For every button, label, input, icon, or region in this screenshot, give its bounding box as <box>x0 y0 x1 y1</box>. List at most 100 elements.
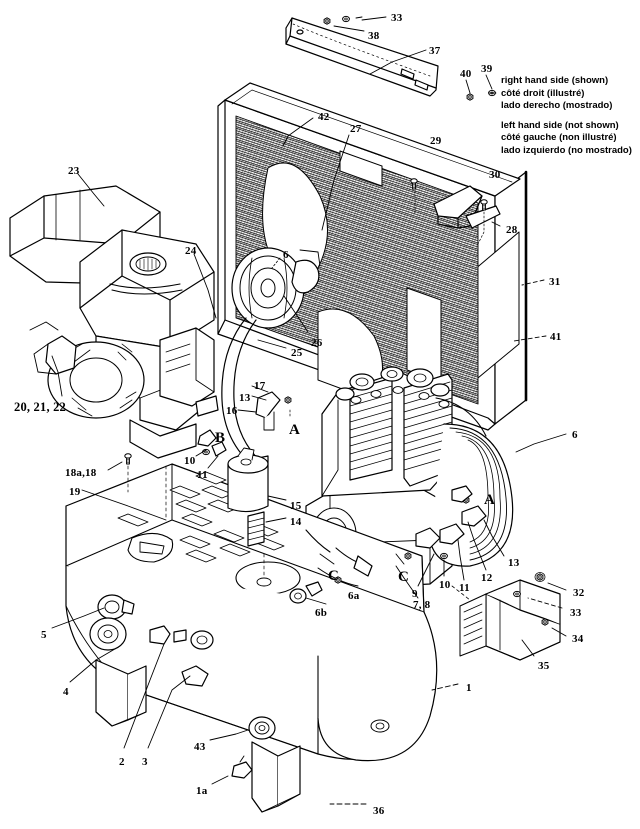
callout-33: 33 <box>570 607 582 619</box>
tank-leg-left <box>95 659 147 727</box>
coupling-part-14 <box>247 511 265 547</box>
callout-14: 14 <box>290 516 302 528</box>
callout-1: 1 <box>466 682 472 694</box>
callout-15: 15 <box>290 500 302 512</box>
belt-guard-part-31 <box>217 82 528 431</box>
leader-10a <box>195 449 207 457</box>
nut-part-32 <box>534 572 546 582</box>
callout-38: 38 <box>368 30 380 42</box>
canister-part-15 <box>227 447 269 513</box>
leader-28 <box>491 221 501 227</box>
leader-42 <box>282 117 314 147</box>
callout-6: 6 <box>283 249 289 261</box>
gas-engine-part-23 <box>9 185 219 459</box>
leader-202122 <box>51 355 63 397</box>
leader-33b <box>527 597 563 609</box>
callout-25: 25 <box>291 347 303 359</box>
callout-29: 29 <box>430 135 442 147</box>
tank-and-platform-part-1 <box>65 463 438 762</box>
leader-32 <box>547 582 567 591</box>
leader-13b <box>483 519 505 557</box>
leader-3 <box>147 675 191 749</box>
leader-5 <box>51 607 105 629</box>
leader-1 <box>431 683 459 691</box>
callout-28: 28 <box>506 224 518 236</box>
leader-11a <box>207 455 219 469</box>
washer-part-33 <box>512 590 522 598</box>
leader-37 <box>369 49 427 75</box>
leader-23 <box>77 173 105 207</box>
callout-7-8: 7, 8 <box>413 599 431 611</box>
leader-34 <box>551 627 567 637</box>
callout-10: 10 <box>184 455 196 467</box>
leader-13a <box>251 395 267 401</box>
callout-1a: 1a <box>196 785 208 797</box>
callout-33: 33 <box>391 12 403 24</box>
leader-43 <box>209 729 249 741</box>
handle-rail-part-37 <box>285 17 439 97</box>
left-hand-en: left hand side (not shown) <box>501 119 619 131</box>
leader-6top <box>271 257 281 269</box>
callout-36: 36 <box>373 805 385 817</box>
callout-16: 16 <box>226 405 238 417</box>
callout-6a: 6a <box>348 590 360 602</box>
leader-35 <box>521 639 535 657</box>
fastener-group-10-11-left <box>197 429 227 457</box>
leader-31 <box>521 279 545 286</box>
left-hand-side-group: left hand side (not shown) côté gauche (… <box>501 120 632 158</box>
callout-5: 5 <box>41 629 47 641</box>
mount-bracket-assembly <box>459 579 561 661</box>
leader-78 <box>395 565 419 599</box>
callout-B: B <box>215 430 226 446</box>
callout-40: 40 <box>460 68 472 80</box>
callout-20-21-22: 20, 21, 22 <box>14 400 66 414</box>
callout-11: 11 <box>197 469 208 481</box>
leader-9 <box>417 553 435 587</box>
callout-A: A <box>289 422 301 438</box>
callout-6b: 6b <box>315 607 328 619</box>
leader-26 <box>283 295 309 333</box>
leader-17 <box>251 385 269 393</box>
leader-39 <box>485 74 493 90</box>
callout-34: 34 <box>572 633 584 645</box>
fastener-cluster-right <box>404 485 487 560</box>
leader-2 <box>123 643 165 749</box>
callout-13: 13 <box>508 557 520 569</box>
leader-14 <box>265 517 287 523</box>
bolt-part-18 <box>124 453 132 465</box>
left-hand-es: lado izquierdo (no mostrado) <box>501 144 632 156</box>
callout-12: 12 <box>481 572 493 584</box>
leader-15 <box>267 495 287 501</box>
leader-6b <box>305 597 327 605</box>
callout-24: 24 <box>185 245 197 257</box>
tank-fittings-left <box>89 594 214 687</box>
right-hand-en: right hand side (shown) <box>501 75 609 86</box>
callout-37: 37 <box>429 45 441 57</box>
right-hand-es: lado derecho (mostrado) <box>501 100 613 111</box>
callout-30: 30 <box>489 169 501 181</box>
leader-19 <box>81 489 167 521</box>
callout-A: A <box>484 492 496 508</box>
tank-drain-43 <box>248 716 276 740</box>
callout-41: 41 <box>550 331 562 343</box>
callout-13: 13 <box>239 392 251 404</box>
callout-C: C <box>328 568 340 584</box>
bracket-part-28 <box>465 205 501 229</box>
callout-19: 19 <box>69 486 81 498</box>
leader-24 <box>193 253 217 319</box>
flywheel-pulley-part-26 <box>231 247 321 329</box>
leader-16 <box>237 409 257 413</box>
callout-32: 32 <box>573 587 585 599</box>
fastener-39 <box>488 89 497 97</box>
fitting-1a <box>231 755 253 779</box>
leader-40 <box>465 79 471 94</box>
fastener-33-38 <box>323 15 363 25</box>
leader-25 <box>257 339 287 349</box>
callout-9: 9 <box>412 588 418 600</box>
left-hand-fr: côté gauche (non illustré) <box>501 132 617 143</box>
fastener-40 <box>466 93 474 101</box>
callout-6: 6 <box>572 429 578 441</box>
bracket-part-29 <box>433 185 483 229</box>
leader-1a <box>211 775 229 785</box>
